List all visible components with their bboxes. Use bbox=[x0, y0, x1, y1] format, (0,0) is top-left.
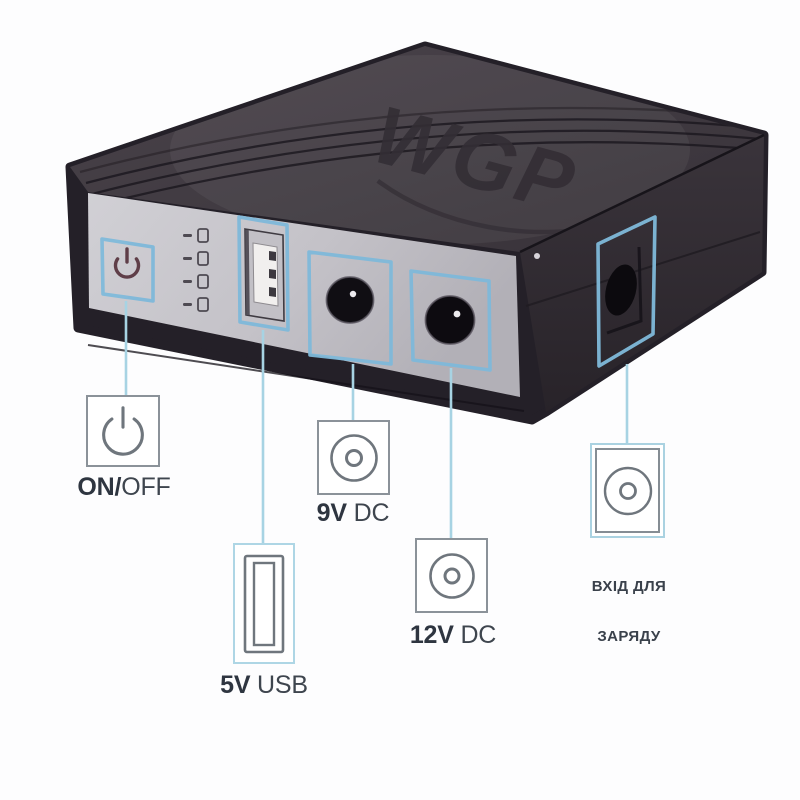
power-highlight-box bbox=[100, 237, 155, 303]
power-label-strong: ON/ bbox=[77, 473, 122, 501]
dc9-label-normal: DC bbox=[346, 499, 390, 527]
dc9-highlight-box bbox=[307, 250, 393, 366]
usb-label-normal: USB bbox=[250, 671, 308, 699]
charge-callout-box bbox=[590, 443, 665, 538]
dc-barrel-plug-icon bbox=[603, 466, 652, 515]
power-label-normal: OFF bbox=[121, 473, 171, 501]
led-row-3 bbox=[183, 274, 209, 289]
dc12-label: 12V DC bbox=[353, 622, 553, 648]
12v-dc-jack bbox=[424, 295, 476, 345]
top-right-edge bbox=[519, 133, 765, 254]
dc9-callout-box bbox=[317, 420, 390, 495]
power-label: ON/OFF bbox=[24, 474, 224, 500]
power-callout-box bbox=[86, 395, 160, 467]
led-row-2 bbox=[183, 251, 209, 266]
usb-label: 5V USB bbox=[164, 672, 364, 698]
usb-connector-icon bbox=[243, 554, 285, 653]
dc-barrel-plug-icon bbox=[329, 433, 378, 482]
charge-callout-inner-frame bbox=[595, 448, 660, 533]
dc9-label-strong: 9V bbox=[316, 499, 347, 527]
9v-dc-jack bbox=[325, 276, 375, 324]
dc9-label: 9V DC bbox=[253, 500, 453, 526]
usb-highlight-box bbox=[237, 215, 290, 332]
charge-label-line2: ЗАРЯДУ bbox=[597, 627, 661, 645]
led-row-4 bbox=[183, 297, 209, 312]
dc-barrel-plug-icon bbox=[428, 552, 475, 599]
usb-callout-box bbox=[233, 543, 295, 664]
dc12-label-strong: 12V bbox=[409, 621, 454, 649]
top-ridges bbox=[79, 106, 763, 207]
power-button bbox=[113, 247, 141, 279]
dc12-highlight-box bbox=[409, 269, 492, 372]
led-indicators bbox=[183, 228, 209, 312]
charge-highlight-box bbox=[596, 215, 657, 368]
charge-label-line1: ВХІД ДЛЯ bbox=[591, 578, 667, 595]
power-icon bbox=[102, 406, 144, 456]
corner-highlight bbox=[534, 253, 540, 259]
usb-port bbox=[244, 228, 285, 322]
dc12-label-normal: DC bbox=[453, 621, 497, 649]
device-right-face bbox=[520, 135, 764, 412]
charge-input-jack bbox=[605, 246, 643, 335]
led-row-1 bbox=[183, 228, 209, 243]
dc12-callout-box bbox=[415, 538, 488, 613]
side-seam bbox=[525, 231, 761, 307]
charge-label: ВХІД ДЛЯ ЗАРЯДУ bbox=[529, 546, 729, 678]
usb-label-strong: 5V bbox=[220, 671, 251, 699]
top-sheen bbox=[170, 55, 690, 245]
